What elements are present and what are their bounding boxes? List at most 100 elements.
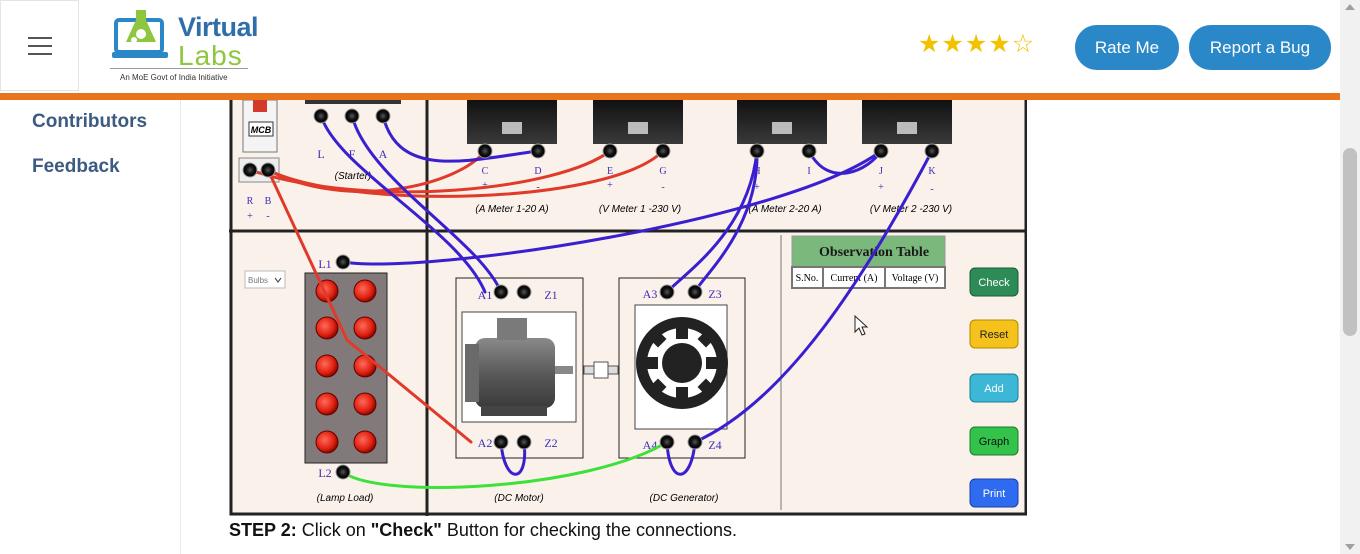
- generator-terminal-z4[interactable]: [687, 434, 703, 450]
- meter3-caption: (A Meter 2-20 A): [748, 204, 821, 215]
- print-button-label: Print: [983, 488, 1006, 500]
- motor-caption: (DC Motor): [494, 493, 543, 504]
- starter-caption: (Starter): [335, 171, 372, 182]
- star-empty-icon[interactable]: ☆: [1011, 30, 1035, 58]
- load-type-select[interactable]: Bulbs: [244, 270, 286, 289]
- report-bug-button[interactable]: Report a Bug: [1189, 25, 1331, 70]
- logo-tagline: An MoE Govt of India Initiative: [120, 73, 228, 82]
- starter-terminal-l[interactable]: [313, 108, 329, 124]
- supply-minus-label: -: [266, 211, 269, 222]
- starter: L F A (Starter): [305, 100, 401, 182]
- meter3-terminal-h[interactable]: [749, 143, 765, 159]
- sidebar-item-contributors[interactable]: Contributors: [32, 111, 148, 132]
- generator-a3-label: A3: [643, 287, 658, 301]
- wire-red: [266, 168, 473, 444]
- supply-r-label: R: [247, 196, 254, 207]
- ammeter-1: C D + - (A Meter 1-20 A): [467, 100, 557, 215]
- meter4-terminal-k-label: K: [928, 166, 936, 177]
- meter2-terminal-g[interactable]: [655, 143, 671, 159]
- wire-blue: [319, 114, 487, 294]
- starter-terminal-a[interactable]: [375, 108, 391, 124]
- voltmeter-2: J K + - (V Meter 2 -230 V): [862, 100, 952, 215]
- meter1-terminal-c[interactable]: [477, 143, 493, 159]
- logo-word-labs: Labs: [178, 40, 243, 71]
- scroll-down-arrow-icon[interactable]: [1345, 544, 1355, 550]
- chevron-down-icon: [274, 277, 282, 283]
- load-terminal-l1[interactable]: [335, 254, 351, 270]
- wire-blue: [341, 149, 883, 266]
- motor-a1-label: A1: [478, 288, 493, 302]
- step-text-1: Click on: [296, 520, 371, 540]
- step-text-2: Button for checking the connections.: [441, 520, 738, 540]
- star-filled-icon[interactable]: ★: [964, 30, 988, 58]
- generator-terminal-a3[interactable]: [659, 284, 675, 300]
- generator-z3-label: Z3: [708, 287, 721, 301]
- rate-me-button[interactable]: Rate Me: [1075, 25, 1179, 70]
- check-button[interactable]: Check: [969, 267, 1019, 297]
- load-type-value: Bulbs: [248, 276, 268, 285]
- virtual-labs-logo[interactable]: Virtual Labs An MoE Govt of India Initia…: [110, 8, 280, 88]
- dc-generator: A3 Z3 A4 Z4 (DC Generator): [618, 277, 746, 504]
- load-terminal-l2[interactable]: [335, 464, 351, 480]
- add-button[interactable]: Add: [969, 373, 1019, 403]
- logo-word-virtual: Virtual: [178, 12, 259, 42]
- meter1-caption: (A Meter 1-20 A): [475, 204, 548, 215]
- meter2-terminal-g-label: G: [659, 166, 666, 177]
- meter3-plus-label: +: [754, 182, 760, 193]
- motor-terminal-z1[interactable]: [516, 284, 532, 300]
- meter2-minus-label: -: [661, 182, 664, 193]
- wire-blue: [381, 114, 540, 163]
- ammeter-2: H I + (A Meter 2-20 A): [737, 100, 827, 215]
- motor-a2-label: A2: [478, 436, 493, 450]
- wire-blue: [665, 149, 759, 294]
- print-button[interactable]: Print: [969, 478, 1019, 508]
- meter2-plus-label: +: [607, 180, 613, 191]
- generator-terminal-a4[interactable]: [659, 434, 675, 450]
- meter1-terminal-d[interactable]: [530, 143, 546, 159]
- star-filled-icon[interactable]: ★: [941, 30, 964, 58]
- supply-terminal-r[interactable]: [242, 162, 258, 178]
- header-accent-bar: [0, 93, 1340, 100]
- star-filled-icon[interactable]: ★: [918, 30, 941, 58]
- workbench-frame: [229, 100, 1027, 516]
- meter1-minus-label: -: [536, 182, 539, 193]
- meter1-plus-label: +: [482, 180, 488, 191]
- starter-terminal-l-label: L: [317, 147, 324, 161]
- star-filled-icon[interactable]: ★: [988, 30, 1011, 58]
- motor-z1-label: Z1: [544, 288, 557, 302]
- motor-terminal-a1[interactable]: [493, 284, 509, 300]
- motor-terminal-a2[interactable]: [493, 434, 509, 450]
- supply-terminal-b[interactable]: [260, 162, 276, 178]
- sidebar-item-feedback[interactable]: Feedback: [32, 156, 120, 177]
- graph-button[interactable]: Graph: [969, 426, 1019, 456]
- page-scrollbar[interactable]: [1340, 0, 1360, 554]
- step-prefix: STEP 2:: [229, 520, 297, 540]
- meter3-terminal-i-label: I: [807, 166, 810, 177]
- wire-red: [266, 149, 665, 198]
- add-button-label: Add: [984, 383, 1004, 395]
- starter-terminal-f[interactable]: [344, 108, 360, 124]
- supply-plus-label: +: [247, 211, 253, 222]
- meter2-terminal-e[interactable]: [602, 143, 618, 159]
- menu-toggle-button[interactable]: [0, 0, 79, 91]
- meter1-terminal-d-label: D: [534, 166, 541, 177]
- wire-blue: [807, 149, 883, 175]
- generator-terminal-z3[interactable]: [687, 284, 703, 300]
- star-rating[interactable]: ★ ★ ★ ★ ☆: [918, 31, 1034, 57]
- scrollbar-thumb[interactable]: [1343, 148, 1357, 336]
- wire-blue: [665, 440, 697, 476]
- generator-z4-label: Z4: [708, 438, 721, 452]
- logo-divider: [110, 68, 248, 69]
- meter3-terminal-i[interactable]: [801, 143, 817, 159]
- meter4-terminal-k[interactable]: [924, 143, 940, 159]
- motor-terminal-z2[interactable]: [516, 434, 532, 450]
- step-highlight: "Check": [370, 520, 442, 540]
- scroll-up-arrow-icon[interactable]: [1345, 4, 1355, 10]
- meter2-terminal-e-label: E: [607, 166, 613, 177]
- flask-laptop-icon: [112, 10, 168, 58]
- reset-button[interactable]: Reset: [969, 319, 1019, 349]
- meter4-terminal-j[interactable]: [873, 143, 889, 159]
- motor-z2-label: Z2: [544, 436, 557, 450]
- meter4-minus-label: -: [930, 184, 933, 195]
- load-caption: (Lamp Load): [317, 493, 374, 504]
